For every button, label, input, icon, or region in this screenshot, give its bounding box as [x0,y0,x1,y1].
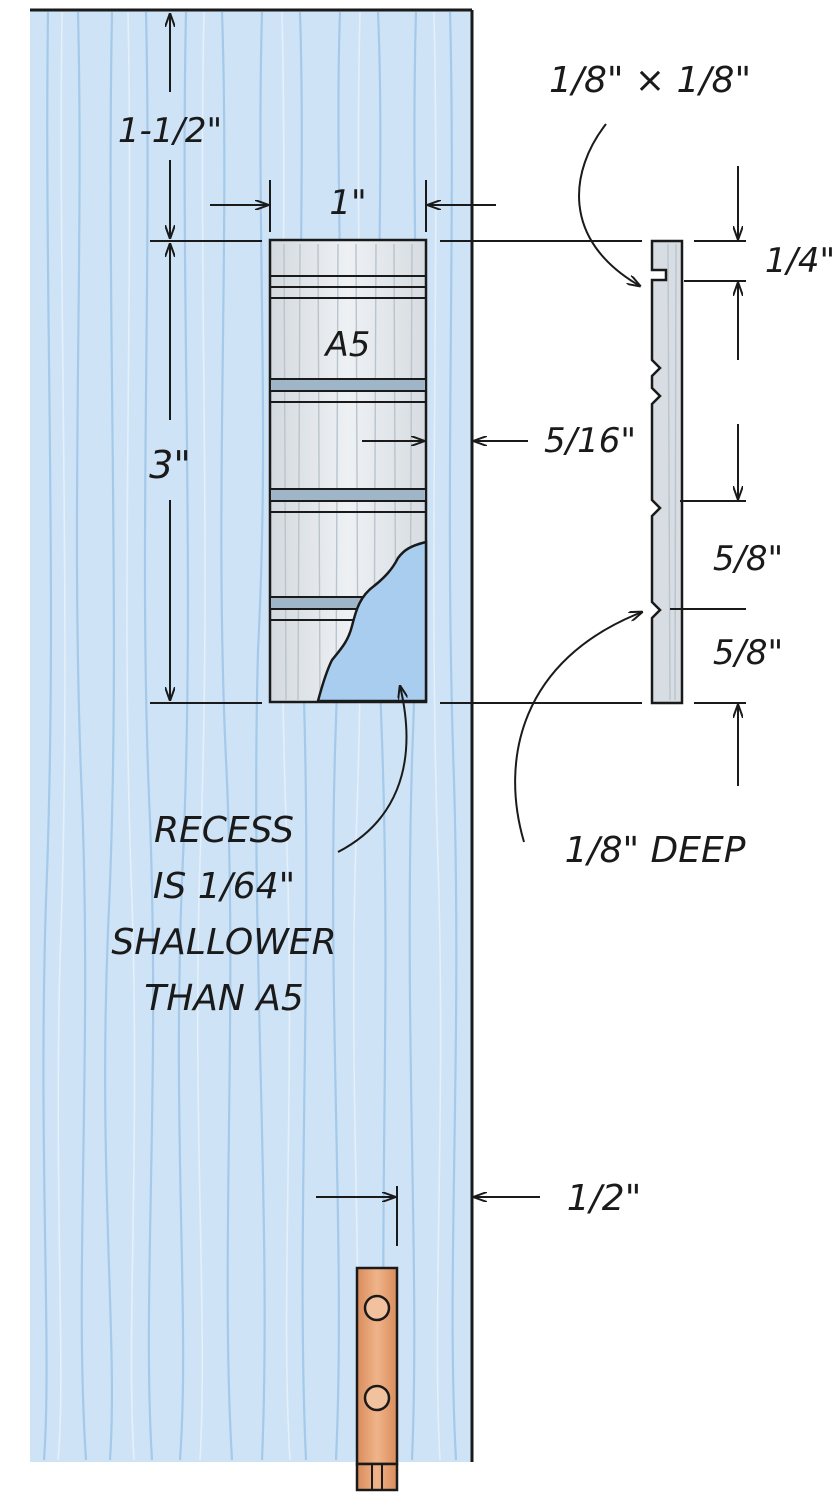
insert-a5: A5 [268,238,428,704]
dim-insert-height: 3" [149,244,191,700]
recess-note: RECESS IS 1/64" SHALLOWER THAN A5 [111,686,406,1019]
hinge-screw-bottom [363,1384,391,1412]
dim-top-gap: 1-1/2" [118,14,222,238]
dim-insert-width: 1" [210,183,496,223]
dim-insert-height-label: 3" [149,443,191,487]
groove-size-label: 1/8" × 1/8" [549,60,751,101]
profile-shape [650,239,684,705]
callout-groove-depth: 1/8" DEEP [514,612,746,871]
groove-depth-label: 1/8" DEEP [565,830,746,871]
dim-top-gap-label: 1-1/2" [118,111,222,151]
wood-grain [42,11,458,1461]
dim-insert-width-label: 1" [329,183,366,223]
dim-edge-offset-label: 5/16" [544,421,636,461]
recess-note-line-4: THAN A5 [144,978,304,1019]
dim-hinge-offset: 1/2" [316,1178,641,1246]
recess-note-line-3: SHALLOWER [111,922,336,963]
insert-beads [270,275,426,621]
dim-spacing-2-label: 5/8" [713,633,783,673]
dim-top-to-groove-label: 1/4" [765,241,835,281]
extension-lines [150,180,642,704]
recess-note-line-1: RECESS [154,810,294,851]
recess-note-line-2: IS 1/64" [153,866,295,907]
part-label: A5 [324,325,371,365]
dim-top-to-groove: 1/4" [738,166,835,360]
callout-groove-size: 1/8" × 1/8" [549,60,751,286]
dim-hinge-offset-label: 1/2" [567,1178,642,1219]
hinge [355,1266,399,1492]
dim-spacing: 5/8" 5/8" [713,424,783,786]
hinge-screw-top [363,1294,391,1322]
dim-edge-offset: 5/16" [362,421,636,461]
dim-spacing-1-label: 5/8" [713,539,783,579]
insert-profile [650,239,684,705]
hinge-knuckle [355,1462,399,1492]
right-extension-lines [670,240,746,704]
recess-cutaway [316,540,428,703]
